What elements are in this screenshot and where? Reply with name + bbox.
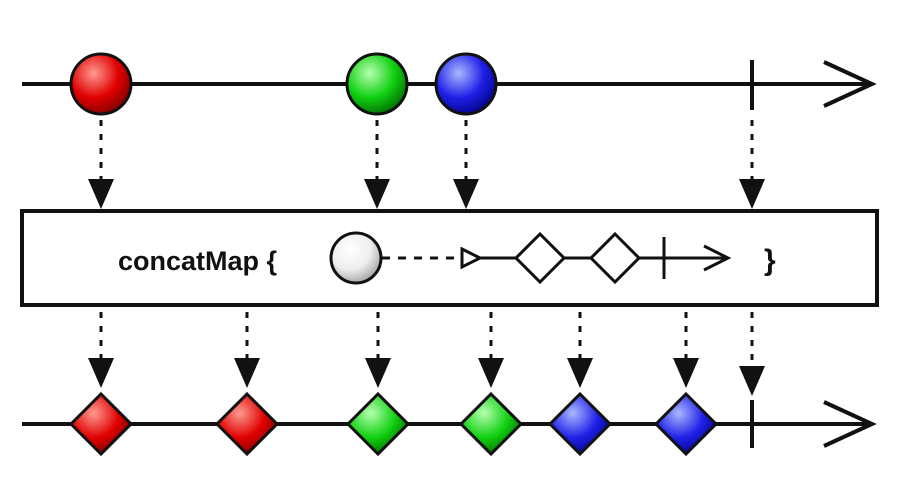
result-marble-6-blue <box>653 391 719 457</box>
source-marble-red <box>69 52 133 116</box>
input-arrow-2 <box>364 120 390 209</box>
template-diamond-1 <box>513 231 567 285</box>
template-circle <box>329 231 383 285</box>
template-arrow-head <box>460 246 484 270</box>
output-arrow-1 <box>88 312 114 388</box>
result-timeline <box>22 400 877 448</box>
input-arrows <box>88 120 765 209</box>
output-arrow-2 <box>234 312 260 388</box>
result-marble-2-red <box>214 391 280 457</box>
output-arrow-4 <box>478 312 504 388</box>
template-arrow <box>703 244 732 272</box>
result-marble-1-red <box>68 391 134 457</box>
closing-brace: } <box>764 244 776 277</box>
result-marbles <box>68 391 719 457</box>
operator-box: concatMap { } <box>20 209 879 307</box>
result-marble-4-green <box>458 391 524 457</box>
input-arrow-1 <box>88 120 114 209</box>
source-marble-green <box>345 52 409 116</box>
output-arrow-5 <box>567 312 593 388</box>
output-arrow-7 <box>739 312 765 396</box>
result-marble-3-green <box>345 391 411 457</box>
template-source-marble <box>329 231 383 285</box>
operator-template <box>329 231 732 285</box>
template-diamond-2 <box>588 231 642 285</box>
source-marble-blue <box>434 52 498 116</box>
output-arrow-6 <box>673 312 699 388</box>
operator-label: concatMap { <box>118 246 277 276</box>
source-marbles <box>69 52 498 116</box>
output-arrow-3 <box>365 312 391 388</box>
input-arrow-4 <box>739 120 765 209</box>
result-marble-5-blue <box>547 391 613 457</box>
input-arrow-3 <box>453 120 479 209</box>
output-arrows <box>88 312 765 396</box>
